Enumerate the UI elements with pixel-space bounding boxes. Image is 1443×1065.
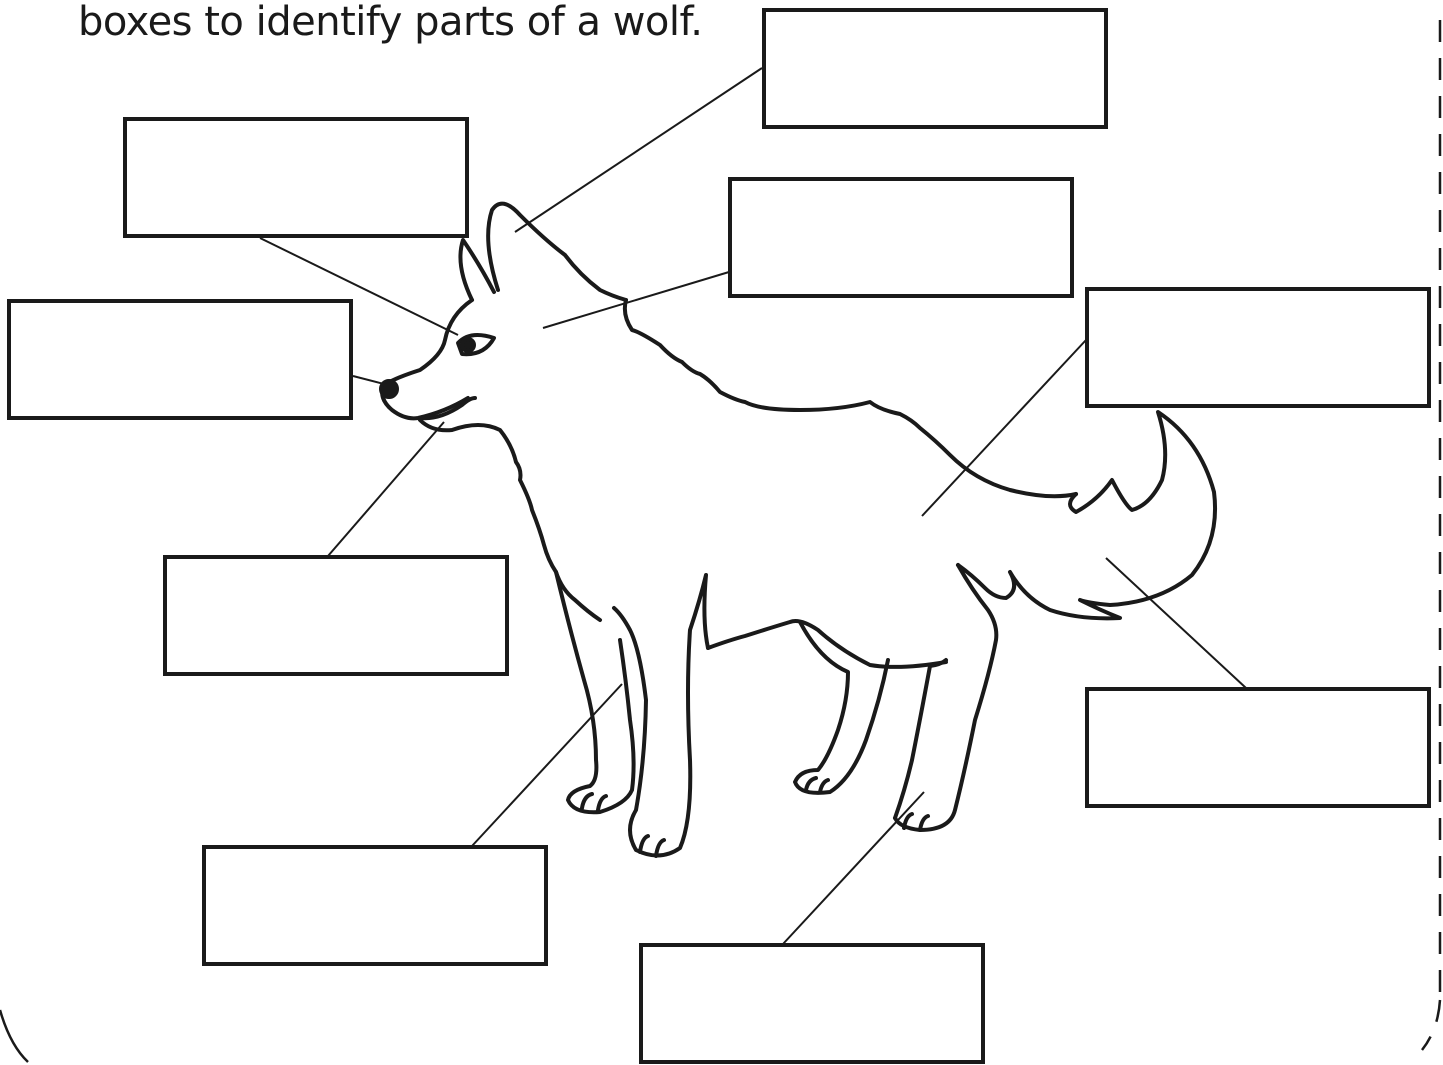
leader-line-leg [472, 684, 622, 846]
page-border-corner-right [1422, 1000, 1440, 1050]
answer-box-nose[interactable] [7, 299, 353, 420]
answer-box-back[interactable] [1085, 287, 1431, 408]
leader-line-paw [783, 792, 924, 944]
wolf-tail [958, 412, 1215, 618]
answer-box-ear[interactable] [762, 8, 1108, 129]
answer-box-tail[interactable] [1085, 687, 1431, 808]
leader-line-nose [353, 376, 384, 384]
wolf-hind-leg-inner [895, 660, 946, 818]
answer-box-mouth[interactable] [163, 555, 509, 676]
wolf-nose [381, 381, 397, 397]
answer-box-paw[interactable] [639, 943, 985, 1064]
wolf-front-ear [488, 204, 626, 300]
answer-box-neck-fur[interactable] [728, 177, 1074, 298]
wolf-muzzle [382, 300, 472, 418]
wolf-toes-hind-far [806, 778, 828, 792]
page-border-corner-left [0, 1010, 28, 1062]
leader-line-ear [515, 68, 762, 232]
answer-box-eye[interactable] [123, 117, 469, 238]
wolf-toes-far [582, 794, 606, 810]
leader-line-neck [543, 272, 729, 328]
answer-box-front-leg[interactable] [202, 845, 548, 966]
wolf-hind-leg-front [895, 565, 996, 830]
leader-line-mouth [328, 422, 444, 556]
leader-line-tail [1106, 558, 1246, 688]
wolf-pupil [462, 339, 474, 351]
wolf-front-leg-far [556, 572, 634, 812]
wolf-back [625, 300, 1076, 496]
